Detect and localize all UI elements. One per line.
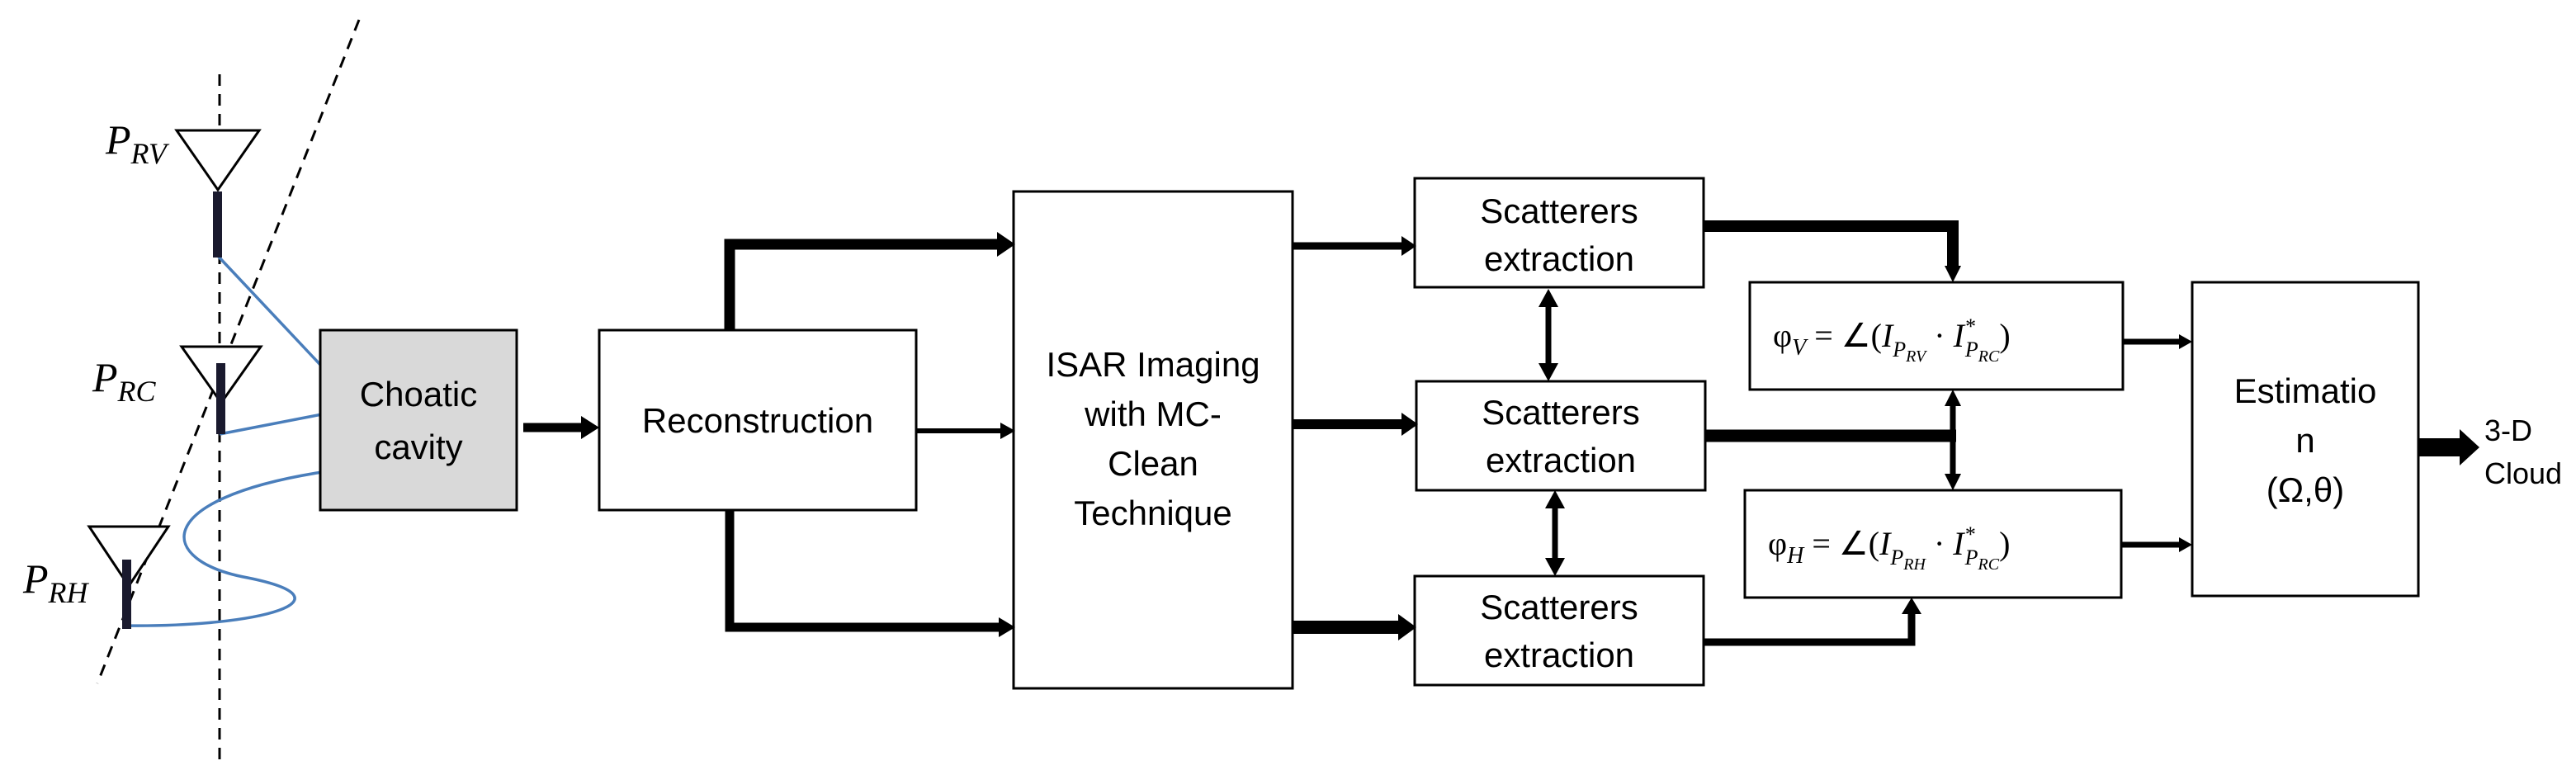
estimation-label-line3: (Ω,θ) [2266, 470, 2344, 509]
scatterers-block-mid: Scatterers extraction [1415, 380, 1707, 492]
antenna-rc-feed [216, 363, 225, 434]
estimation-block: Estimatio n (Ω,θ) [2191, 281, 2420, 598]
isar-label-line2: with MC- [1084, 395, 1222, 433]
isar-block: ISAR Imaging with MC- Clean Technique [1012, 190, 1294, 690]
antenna-rh-feed [122, 560, 131, 629]
scatterers-bot-line2: extraction [1484, 636, 1634, 674]
phase-v-block: φV = ∠(IPRV · I*PRC) [1748, 281, 2125, 391]
wire-rv [215, 253, 324, 368]
cavity-block: Choatic cavity [319, 328, 518, 512]
antenna-rv: PRV [105, 116, 262, 258]
antenna-rh-label: PRH [22, 555, 90, 609]
scatterers-top-line1: Scatterers [1480, 191, 1638, 230]
scatterers-block-bot: Scatterers extraction [1413, 574, 1705, 687]
antenna-rv-cone [174, 129, 262, 192]
arrow-scatterers-mid-to-phases [1705, 390, 1961, 490]
scatterers-bot-line1: Scatterers [1480, 588, 1638, 626]
arrow-isar-to-scatterers-bot [1293, 614, 1416, 640]
output-label-line2: Cloud [2484, 456, 2562, 490]
scatterers-mid-line1: Scatterers [1482, 393, 1639, 432]
antenna-rc-label: PRC [92, 354, 157, 408]
arrow-cavity-to-reconstruction [523, 416, 599, 439]
estimation-label-line2: n [2295, 421, 2314, 460]
arrow-scatterers-top-to-phase-v [1704, 220, 1961, 282]
arrow-reconstruction-to-isar-bot [725, 510, 1015, 637]
scatterers-mid-line2: extraction [1486, 441, 1636, 480]
output-label-line1: 3-D [2484, 413, 2532, 447]
double-arrow-scatterers-mid-bot [1545, 490, 1565, 576]
scatterers-top-line2: extraction [1484, 239, 1634, 278]
phase-h-block: φH = ∠(IPRH · I*PRC) [1743, 489, 2123, 599]
arrow-estimation-to-output [2418, 429, 2479, 465]
phase-h-formula: φH = ∠(IPRH · I*PRC) [1768, 522, 2010, 574]
isar-label-line1: ISAR Imaging [1046, 345, 1260, 384]
antenna-rh-cone [87, 525, 171, 588]
scatterers-block-top: Scatterers extraction [1413, 177, 1705, 289]
wire-rc [219, 413, 323, 436]
arrow-isar-to-scatterers-mid [1293, 413, 1418, 436]
arrow-reconstruction-to-isar-top [724, 232, 1015, 330]
wire-rh [125, 470, 323, 627]
arrow-reconstruction-to-isar-mid [916, 423, 1015, 439]
arrow-phase-h-to-estimation [2121, 537, 2192, 552]
arrow-isar-to-scatterers-top [1293, 236, 1416, 256]
isar-label-line3: Clean [1108, 444, 1198, 483]
double-arrow-scatterers-top-mid [1539, 289, 1558, 381]
antenna-rv-label: PRV [105, 116, 170, 170]
isar-label-line4: Technique [1074, 494, 1231, 532]
antenna-rc: PRC [92, 345, 263, 434]
reconstruction-label: Reconstruction [642, 401, 873, 440]
estimation-label-line1: Estimatio [2234, 371, 2377, 410]
antenna-rv-feed [213, 191, 222, 258]
phase-v-formula: φV = ∠(IPRV · I*PRC) [1773, 314, 2011, 366]
arrow-scatterers-bot-to-phase-h [1704, 598, 1921, 646]
antenna-rh: PRH [22, 525, 171, 629]
reconstruction-block: Reconstruction [598, 328, 918, 512]
cavity-label-line2: cavity [374, 428, 462, 466]
arrow-phase-v-to-estimation [2123, 334, 2192, 349]
cavity-label-line1: Choatic [360, 375, 477, 413]
